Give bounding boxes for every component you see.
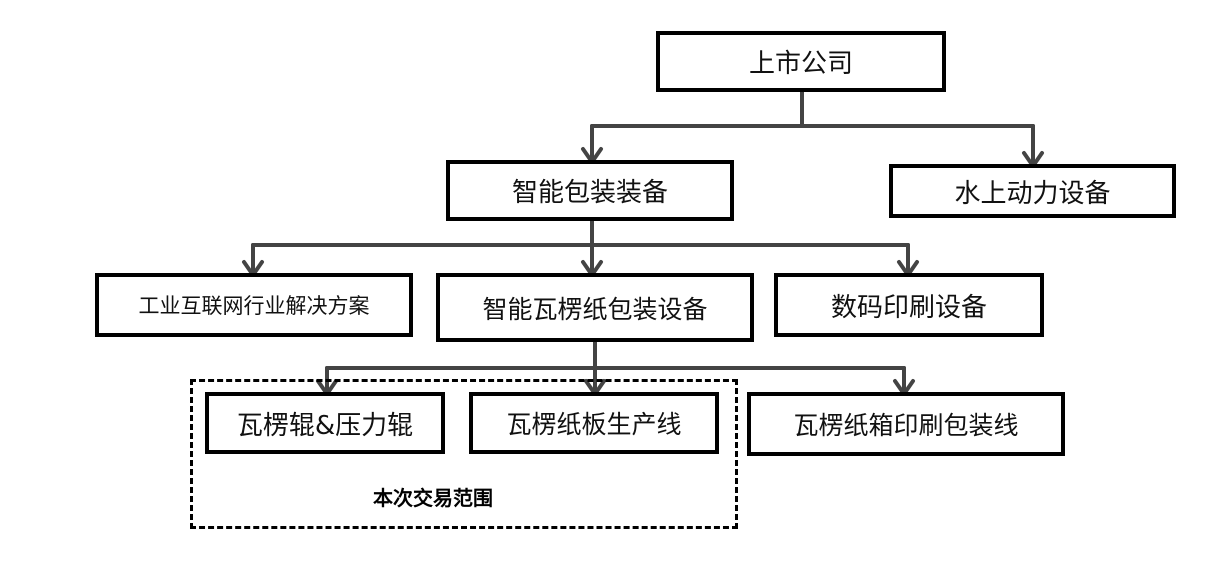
node-corrugated-box-printing-line: 瓦楞纸箱印刷包装线: [747, 392, 1065, 456]
node-digital-printing-equipment: 数码印刷设备: [774, 273, 1044, 337]
node-marine-power-equipment: 水上动力设备: [889, 164, 1176, 218]
node-industrial-internet-solutions-label: 工业互联网行业解决方案: [138, 294, 370, 318]
node-listed-company-label: 上市公司: [748, 49, 853, 79]
node-smart-corrugated-packaging-equipment-label: 智能瓦楞纸包装设备: [482, 294, 708, 324]
node-smart-packaging-equipment-label: 智能包装装备: [511, 178, 668, 208]
node-digital-printing-equipment-label: 数码印刷设备: [830, 292, 987, 323]
transaction-scope-box: [190, 379, 738, 529]
node-smart-corrugated-packaging-equipment: 智能瓦楞纸包装设备: [436, 273, 754, 342]
node-marine-power-equipment-label: 水上动力设备: [954, 178, 1111, 209]
node-corrugating-roll-pressure-roll: 瓦楞辊&压力辊: [205, 392, 445, 454]
node-smart-packaging-equipment: 智能包装装备: [446, 160, 734, 221]
node-corrugated-board-line-label: 瓦楞纸板生产线: [506, 410, 682, 439]
transaction-scope-label: 本次交易范围: [373, 486, 493, 510]
node-industrial-internet-solutions: 工业互联网行业解决方案: [95, 273, 413, 337]
node-corrugated-box-printing-line-label: 瓦楞纸箱印刷包装线: [793, 411, 1019, 440]
node-listed-company: 上市公司: [656, 31, 946, 92]
node-corrugating-roll-pressure-roll-label: 瓦楞辊&压力辊: [236, 410, 414, 441]
node-corrugated-board-line: 瓦楞纸板生产线: [469, 392, 719, 454]
